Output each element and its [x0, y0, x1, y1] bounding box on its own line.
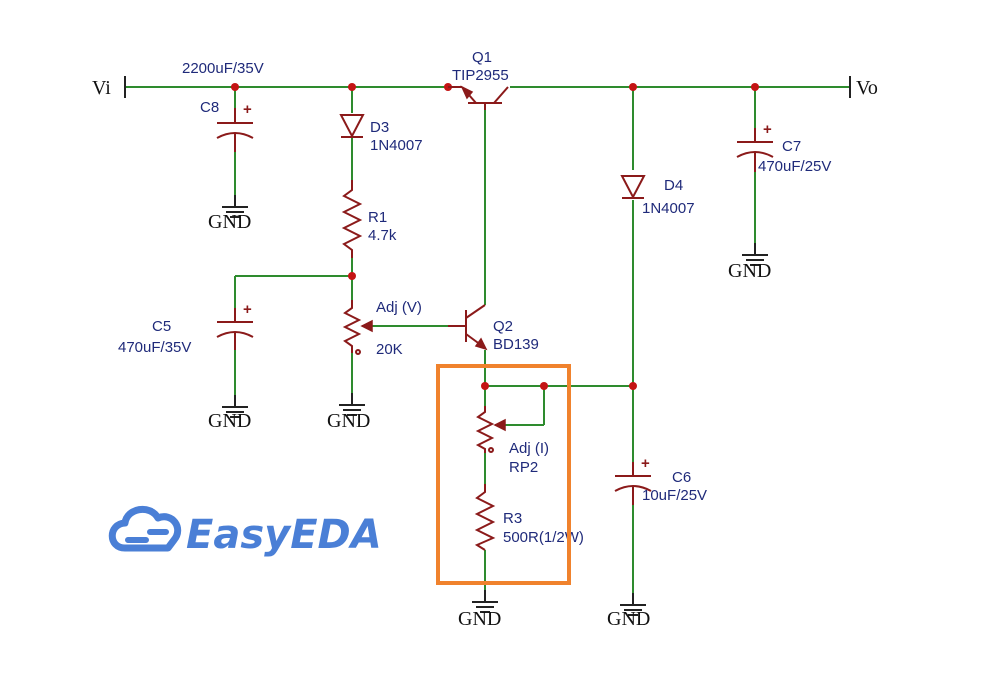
gnd-label: GND	[208, 211, 251, 233]
potentiometer-adj-v: Adj (V) 20K	[342, 299, 422, 358]
q1-value: TIP2955	[452, 67, 509, 84]
transistor-q2: Q2 BD139	[448, 304, 539, 353]
polarity-plus-icon: +	[641, 455, 650, 472]
potentiometer-adj-i: Adj (I) RP2	[475, 406, 549, 476]
capacitor-c6: + C6 10uF/25V	[614, 455, 707, 505]
c6-value: 10uF/25V	[642, 487, 707, 504]
ground-symbol: GND	[208, 194, 251, 233]
c8-ref: C8	[200, 99, 219, 116]
ground-symbol: GND	[208, 394, 251, 432]
ground-symbol: GND	[327, 392, 370, 432]
c8-value: 2200uF/35V	[182, 60, 264, 77]
junction-dots	[231, 83, 759, 390]
capacitor-c5: + C5 470uF/35V	[118, 301, 254, 356]
c5-ref: C5	[152, 318, 171, 335]
input-port: Vi	[92, 76, 126, 99]
diode-d4: D4 1N4007	[620, 175, 695, 217]
input-port-label: Vi	[92, 77, 111, 99]
transistor-q1: Q1 TIP2955	[448, 49, 509, 110]
adj-v-value: 20K	[376, 341, 403, 358]
output-port-label: Vo	[856, 77, 878, 99]
d3-value: 1N4007	[370, 137, 423, 154]
polarity-plus-icon: +	[243, 101, 252, 118]
adj-v-label: Adj (V)	[376, 299, 422, 316]
resistor-r1: R1 4.7k	[341, 180, 397, 258]
gnd-label: GND	[458, 608, 501, 630]
capacitor-c8: + 2200uF/35V C8	[182, 60, 264, 152]
r3-value: 500R(1/2W)	[503, 529, 584, 546]
gnd-label: GND	[728, 260, 771, 282]
c7-ref: C7	[782, 138, 801, 155]
d4-value: 1N4007	[642, 200, 695, 217]
polarity-plus-icon: +	[243, 301, 252, 318]
q2-ref: Q2	[493, 318, 513, 335]
c5-value: 470uF/35V	[118, 339, 191, 356]
gnd-label: GND	[208, 410, 251, 432]
q2-value: BD139	[493, 336, 539, 353]
resistor-r3: R3 500R(1/2W)	[474, 484, 584, 551]
polarity-plus-icon: +	[763, 121, 772, 138]
easyeda-logo-text: EasyEDA	[186, 512, 382, 558]
c7-value: 470uF/25V	[758, 158, 831, 175]
cloud-link-icon	[108, 505, 182, 552]
gnd-label: GND	[607, 608, 650, 630]
ground-symbol: GND	[728, 242, 771, 282]
r1-ref: R1	[368, 209, 387, 226]
d4-ref: D4	[664, 177, 683, 194]
diode-d3: D3 1N4007	[339, 114, 423, 154]
current-limit-highlight-box	[436, 364, 571, 585]
adj-i-label: Adj (I)	[509, 440, 549, 457]
c6-ref: C6	[672, 469, 691, 486]
q1-ref: Q1	[472, 49, 492, 66]
r3-ref: R3	[503, 510, 522, 527]
ground-symbol: GND	[458, 589, 501, 630]
r1-value: 4.7k	[368, 227, 397, 244]
d3-ref: D3	[370, 119, 389, 136]
output-port: Vo	[849, 76, 878, 99]
wires	[125, 86, 850, 593]
easyeda-logo: EasyEDA	[108, 505, 382, 558]
capacitor-c7: + C7 470uF/25V	[736, 121, 831, 175]
rp2-ref: RP2	[509, 459, 538, 476]
ground-symbol: GND	[607, 592, 650, 630]
gnd-label: GND	[327, 410, 370, 432]
